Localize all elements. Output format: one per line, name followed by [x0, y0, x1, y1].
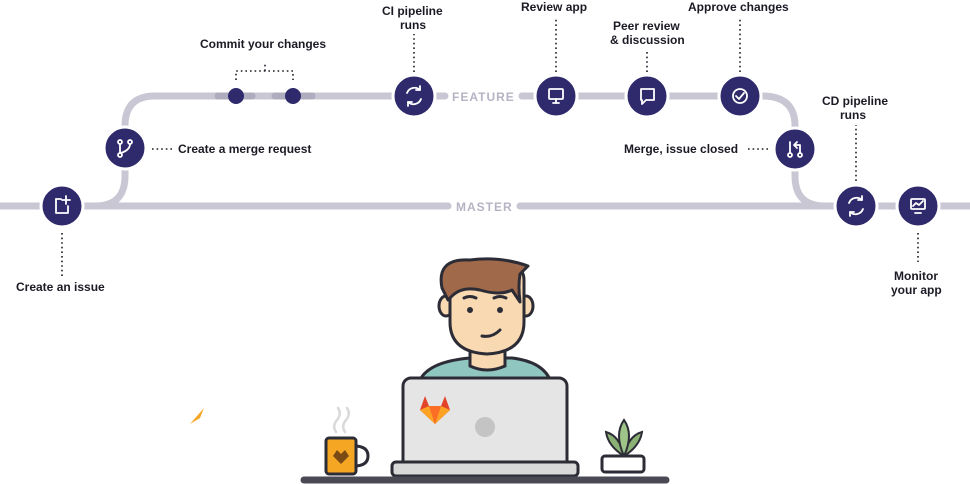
new-issue-icon — [55, 195, 71, 214]
feature-branch-label: FEATURE — [452, 90, 515, 104]
developer-smile — [480, 328, 502, 338]
gitlab-logo-sticker — [420, 396, 450, 424]
merge-request-label: Create a merge request — [178, 142, 311, 156]
developer-eye-left — [467, 307, 473, 313]
node-review-app[interactable] — [533, 73, 579, 119]
cd-label-line1: CD pipeline — [822, 94, 888, 108]
ci-label-line2: runs — [400, 18, 426, 32]
node-merge-closed[interactable] — [772, 126, 818, 172]
developer-hair — [439, 257, 530, 304]
monitor-label-line2: your app — [891, 283, 942, 297]
coffee-mug — [324, 406, 370, 476]
peer-review-label-line2: & discussion — [610, 33, 685, 47]
commit-label: Commit your changes — [200, 37, 326, 51]
review-app-label: Review app — [521, 0, 587, 14]
node-approve[interactable] — [717, 73, 763, 119]
developer-illustration — [190, 257, 670, 484]
merge-closed-label: Merge, issue closed — [624, 142, 738, 156]
developer-eyebrows — [462, 295, 508, 300]
developer-eye-right — [497, 307, 503, 313]
commit-dot-1 — [228, 88, 244, 104]
master-branch-label: MASTER — [456, 200, 513, 214]
node-monitor[interactable] — [895, 183, 941, 229]
approve-label: Approve changes — [688, 0, 789, 14]
laptop-logo-dot — [475, 417, 495, 437]
monitor-icon — [548, 88, 564, 104]
node-cd-pipeline[interactable] — [833, 183, 879, 229]
node-peer-review[interactable] — [624, 73, 670, 119]
ci-label-line1: CI pipeline — [382, 4, 443, 18]
check-circle-icon — [732, 88, 748, 104]
monitor-label-line1: Monitor — [894, 269, 938, 283]
refresh-cycle-icon — [406, 85, 422, 107]
commit-dot-2 — [285, 88, 301, 104]
peer-review-label-line1: Peer review — [613, 19, 680, 33]
cd-label-line2: runs — [840, 108, 866, 122]
create-issue-label: Create an issue — [16, 280, 105, 294]
decorative-spark — [190, 408, 204, 424]
node-ci-pipeline[interactable] — [391, 73, 437, 119]
potted-plant — [600, 418, 646, 474]
merge-request-icon — [787, 141, 803, 158]
chart-monitor-icon — [910, 198, 926, 214]
node-create-issue[interactable] — [39, 183, 85, 229]
steam — [333, 406, 350, 434]
laptop-base — [390, 460, 580, 478]
speech-bubble-icon — [640, 88, 655, 105]
refresh-cycle-icon — [848, 195, 864, 217]
commit-bracket — [235, 62, 294, 80]
node-merge-request[interactable] — [102, 125, 148, 171]
branch-fork-icon — [117, 139, 133, 158]
